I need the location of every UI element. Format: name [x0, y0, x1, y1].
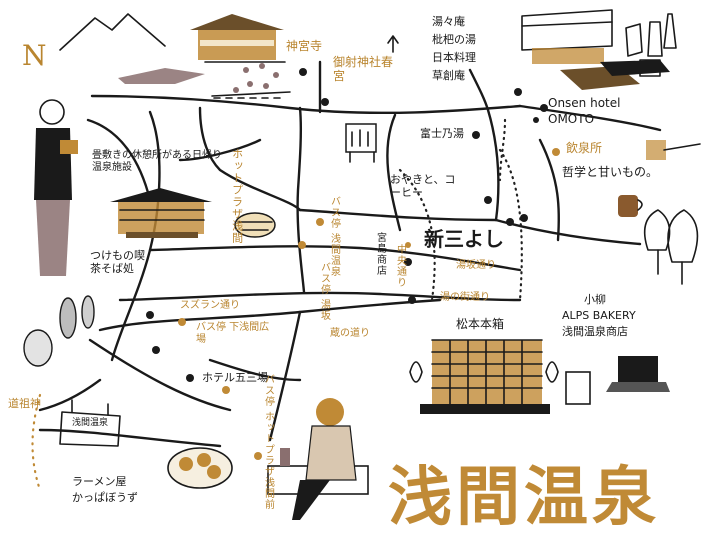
- map-title: 浅間温泉: [388, 460, 660, 535]
- temple-approach-shape: [118, 68, 205, 84]
- road-center-west: [296, 106, 306, 294]
- road-north: [90, 94, 522, 115]
- label-yunoiori: 湯々庵: [432, 15, 465, 28]
- label-shin-miyoshi: 新三よし: [424, 227, 504, 251]
- label-yu-no-machi-dori: 湯の街通り: [440, 292, 490, 303]
- walk-path-3: [498, 118, 507, 182]
- road-suzuran: [118, 291, 522, 302]
- gold-path-dosojin: [31, 393, 42, 492]
- label-soan: 草創庵: [432, 69, 465, 82]
- label-matsumoto-hako: 松本本箱: [456, 317, 505, 331]
- walk-path-1: [398, 168, 436, 302]
- trees-icon: [643, 209, 699, 285]
- road-south-west: [38, 378, 102, 412]
- label-hotel-gogura: ホテル五三場: [202, 371, 268, 384]
- signboard-icon: [345, 123, 377, 163]
- matsumoto-hako-building-icon: [409, 339, 559, 414]
- label-fujinoyu: 富士乃湯: [420, 127, 464, 140]
- ramen-bowl-icon: [167, 447, 233, 489]
- label-bus-yugake: バス停 湯坂: [318, 262, 330, 322]
- label-miyajima-shoten: 宮島商店: [374, 232, 386, 276]
- person-reading-icon: [34, 99, 78, 276]
- label-tetsugaku: 哲学と甘いもの。: [562, 165, 659, 179]
- label-bus-shimoasama: バス停 下浅間広場: [196, 322, 270, 345]
- north-label: N: [22, 39, 47, 72]
- label-alps-shop: 浅間温泉商店: [562, 325, 628, 338]
- label-ramen-name: かっぱぼうず: [72, 491, 138, 504]
- label-biwa-no-yu: 枇杷の湯: [432, 33, 476, 46]
- label-bus-hot-plaza: バス停 ホットプラザ浅間前: [262, 374, 274, 511]
- road-mid-upper: [298, 208, 498, 222]
- road-east-vertical: [538, 138, 561, 242]
- road-suzuran-lower: [98, 298, 442, 332]
- hot-plaza-building-icon: [110, 188, 212, 238]
- road-west-branch: [86, 118, 152, 202]
- sake-bottles-icon: [625, 13, 677, 77]
- label-oyakito: おやきと、コーヒー: [390, 173, 456, 199]
- label-jingu-ji: 神宮寺: [286, 39, 323, 53]
- road-inner: [198, 106, 302, 212]
- road-hotel: [208, 358, 302, 382]
- label-kura-no-dori: 蔵の道り: [330, 328, 370, 339]
- label-tatami-facility: 畳敷きの休憩所がある日帰り温泉施設: [92, 150, 222, 173]
- label-tsukemono-cafe: つけもの喫茶そば処: [90, 249, 145, 275]
- label-dosojin: 道祖神: [8, 397, 41, 410]
- label-alps-bakery: ALPS BAKERY: [562, 309, 636, 322]
- road-east-lower: [494, 218, 642, 246]
- road-southwest: [88, 338, 232, 412]
- road-plaza: [178, 138, 262, 162]
- label-suzuran-dori: スズラン通り: [180, 300, 240, 311]
- road-east: [468, 68, 500, 222]
- jingu-ji-building-icon: [190, 14, 286, 63]
- onsen-signboard-icon: [59, 399, 121, 447]
- label-chuo-dori: 中央通り: [394, 244, 406, 288]
- hill-dots: [233, 63, 279, 93]
- label-hot-plaza: ホットプラザ浅間: [230, 148, 244, 244]
- fence-line: [211, 91, 291, 97]
- label-bus-asama-onsen: バス停 浅間温泉: [328, 196, 340, 278]
- person-sitting-icon: [267, 398, 369, 520]
- label-sign: 浅間温泉: [72, 418, 109, 428]
- label-yusaka-dori: 湯坂通り: [456, 260, 496, 271]
- label-nihon-ryori: 日本料理: [432, 51, 476, 64]
- north-arrow: [387, 35, 399, 53]
- label-inzensho: 飲泉所: [566, 141, 603, 155]
- onsen-hotel-building-icon: [521, 9, 670, 90]
- label-koyanagi: 小柳: [584, 293, 606, 306]
- walk-path-2: [498, 148, 523, 302]
- label-gokoku-jinja: 御射神社春宮: [333, 55, 394, 83]
- laptop-icon: [565, 356, 670, 405]
- road-northeast: [518, 104, 662, 132]
- mountain-outline: [59, 13, 166, 51]
- basket-icon: [234, 212, 276, 238]
- road-middle: [148, 245, 522, 272]
- label-onsen-hotel: Onsen hotel OMOTO: [548, 96, 621, 126]
- stone-statues-icon: [23, 295, 95, 367]
- coffee-cup-icon: [618, 140, 701, 217]
- bus-stop-dots: [178, 148, 560, 460]
- road-south: [38, 428, 222, 448]
- stop-dots: [146, 68, 548, 382]
- label-ramen: ラーメン屋: [72, 475, 127, 488]
